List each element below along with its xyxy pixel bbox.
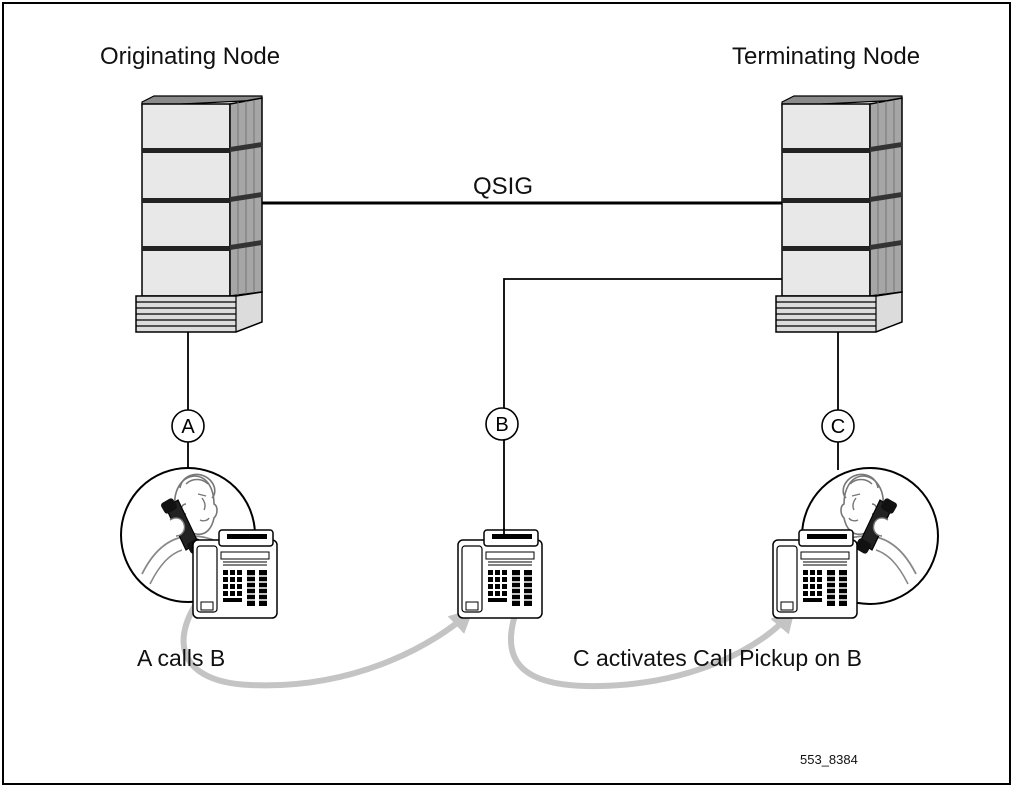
terminating-node-title: Terminating Node [732,43,921,70]
phone-b [457,529,543,619]
originating-node-title: Originating Node [100,43,281,70]
label-c: C [831,416,845,438]
caption-c-pickup: C activates Call Pickup on B [573,645,862,671]
phone-c [772,529,858,619]
terminating-to-b-line [503,278,782,538]
phone-a [192,529,278,619]
figure-id: 553_8384 [800,752,858,767]
caption-a-calls-b: A calls B [137,645,226,671]
arrow-a-to-b [180,596,474,689]
label-a: A [181,416,195,438]
label-circle-b [485,407,519,441]
label-circle-a [171,409,205,443]
terminating-node-cabinet [775,95,903,333]
qsig-label: QSIG [473,173,534,200]
arrow-b-to-c [507,608,796,690]
label-circle-c [821,409,855,443]
label-b: B [495,414,508,436]
originating-node-cabinet [135,95,263,333]
